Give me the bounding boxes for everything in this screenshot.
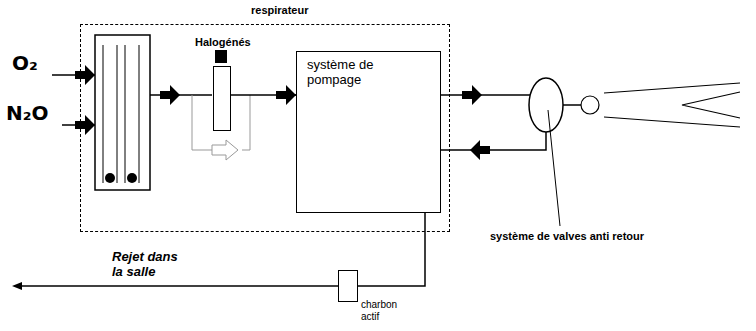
valve-label: système de valves anti retour	[490, 230, 644, 243]
flow-arrow	[462, 85, 482, 105]
gas-label: N₂O	[6, 102, 49, 125]
patient-head	[581, 96, 599, 114]
pump-box: système de pompage	[296, 51, 441, 213]
respirator-region: respirateurHalogénéssystème de pompage	[80, 24, 450, 232]
connector-line	[358, 213, 425, 286]
vaporizer: Halogénés	[213, 66, 231, 131]
patient-line	[563, 104, 581, 106]
gas-line	[150, 94, 212, 96]
flowmeter-ball	[127, 173, 137, 183]
gas-label: O₂	[12, 52, 38, 75]
flow-arrow	[75, 65, 95, 85]
return-line	[425, 132, 546, 212]
leader-line	[548, 110, 560, 226]
node-text: Halogénés	[195, 36, 251, 49]
node-text: respirateur	[251, 4, 308, 17]
flowmeter-ball	[105, 173, 115, 183]
charcoal-filter: charbon actif	[338, 270, 358, 302]
arrow-head	[276, 85, 296, 105]
patient-body	[604, 83, 740, 127]
exhaust-line	[20, 285, 338, 287]
bypass-arrow	[212, 140, 238, 160]
flowmeter-tube	[103, 45, 139, 183]
node-text: système de pompage	[307, 58, 395, 88]
node-text: charbon actif	[361, 299, 411, 322]
valve-circle	[529, 78, 563, 132]
flow-arrow	[75, 115, 95, 135]
vaporizer-knob	[215, 50, 227, 63]
exhaust-arrow	[12, 282, 22, 290]
return-arrow	[470, 140, 490, 160]
flow-arrow	[160, 85, 180, 105]
connector	[358, 213, 425, 286]
flowmeter-box	[95, 35, 150, 190]
exhaust-label: Rejet dans la salle	[112, 250, 192, 280]
connector	[231, 85, 296, 105]
